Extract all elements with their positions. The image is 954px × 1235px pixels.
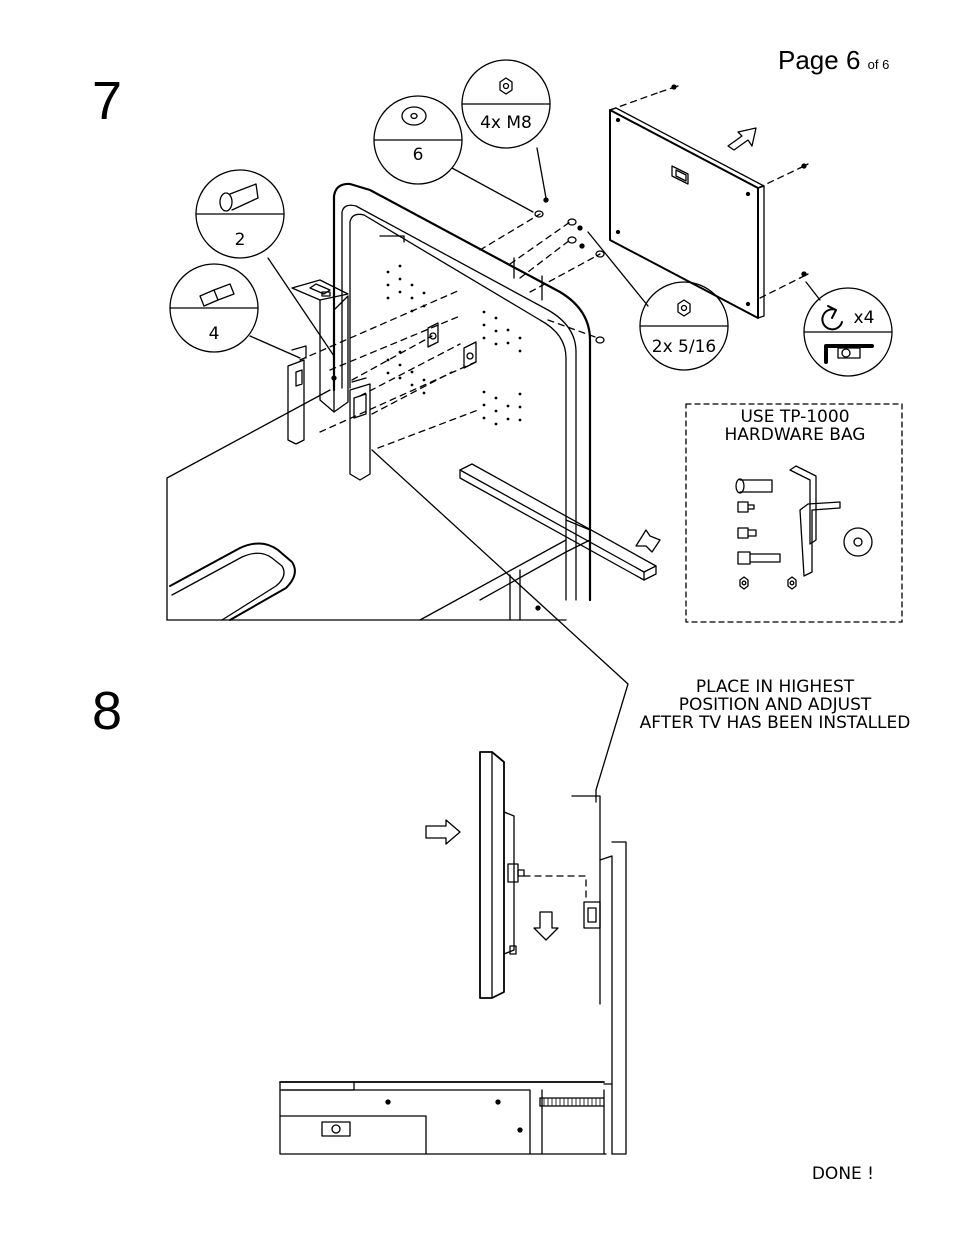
callout-carriage-bolt [195, 169, 285, 259]
hardware-bag-box [685, 403, 903, 623]
callout-washer-label: 6 [413, 145, 424, 165]
callout-carriage-bolt-label: 2 [235, 230, 246, 250]
install-note-line1: PLACE IN HIGHEST [695, 677, 855, 697]
page-number: Page 6 of 6 [778, 45, 889, 76]
callout-nut-m8-label: 4x M8 [480, 113, 532, 133]
callout-rotate [803, 287, 893, 377]
hardware-bag-line1: USE TP-1000 [740, 407, 850, 427]
step-7-number: 7 [92, 71, 123, 131]
page-label: Page 6 [778, 45, 861, 75]
install-note-line3: AFTER TV HAS BEEN INSTALLED [639, 713, 911, 733]
desk-side-view [279, 789, 627, 1155]
insertion-lines [299, 87, 801, 449]
crossbar [459, 463, 661, 581]
callout-cap-screw [169, 263, 259, 353]
hardware-bag-title: USE TP-1000 HARDWARE BAG [688, 408, 902, 444]
callout-nut-516-label: 2x 5/16 [652, 337, 716, 357]
callout-nut-m8 [461, 59, 551, 149]
callout-leaders [249, 147, 821, 791]
mounting-brackets [287, 279, 371, 481]
tv-side-view [425, 751, 559, 999]
small-hardware [534, 197, 605, 344]
callout-washer [373, 95, 463, 185]
page-of: of 6 [867, 57, 890, 72]
step-8-number: 8 [92, 681, 123, 741]
cover-panel [609, 84, 809, 319]
tv-mount-guide [523, 875, 587, 901]
desk-upright-panel [332, 182, 592, 621]
install-note-line2: POSITION AND ADJUST [678, 695, 872, 715]
hardware-bag-line2: HARDWARE BAG [724, 425, 866, 445]
install-note: PLACE IN HIGHEST POSITION AND ADJUST AFT… [620, 678, 930, 732]
done-label: DONE ! [811, 1164, 874, 1184]
callout-rotate-label: x4 [854, 308, 875, 328]
desk-view-frame [166, 389, 567, 621]
callout-cap-screw-label: 4 [209, 324, 220, 344]
callout-nut-516 [639, 281, 729, 371]
